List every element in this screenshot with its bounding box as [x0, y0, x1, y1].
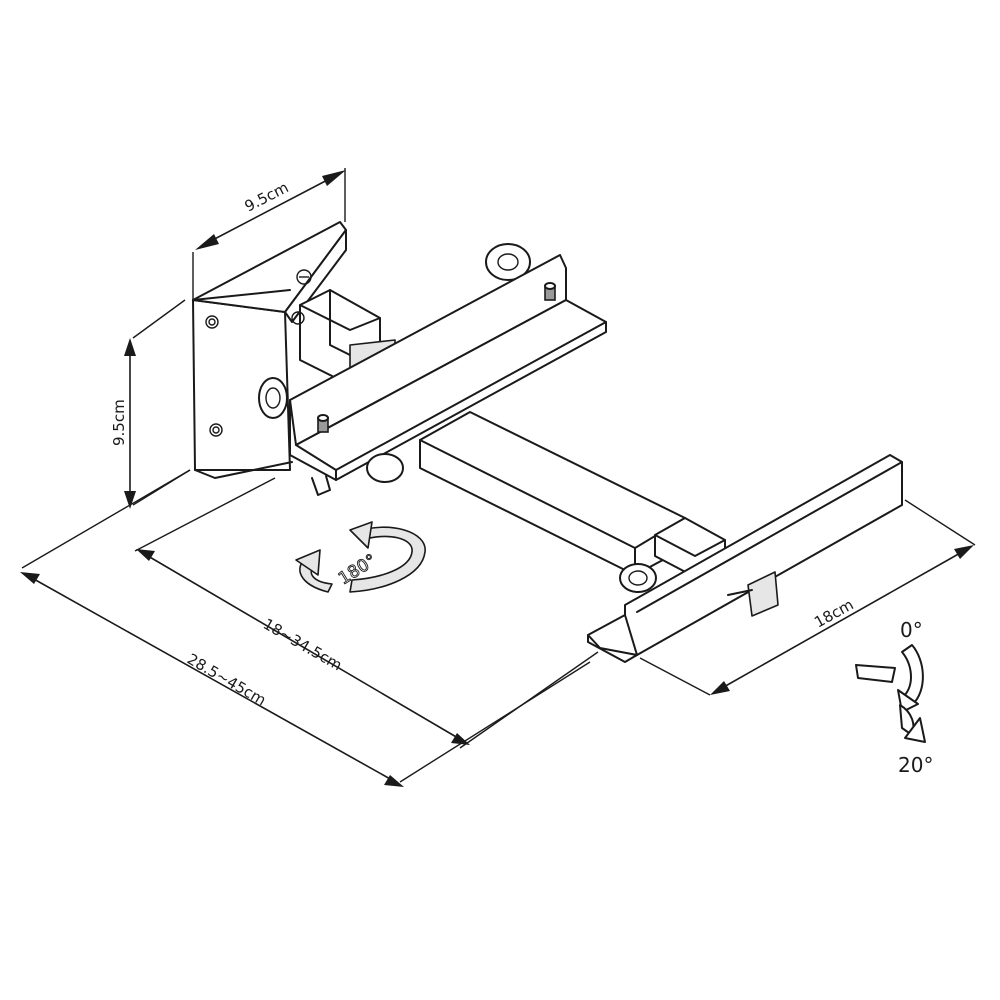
label-overall-depth: 28.5~45cm: [184, 650, 269, 710]
lower-shelf: [587, 454, 903, 663]
rotation-arrow-icon: [295, 521, 426, 593]
upper-crossbar: [289, 254, 607, 496]
dimension-arm-extension: [134, 477, 599, 749]
dimension-overall-depth: [20, 469, 591, 787]
label-arm-extension: 18~34.5cm: [260, 615, 345, 675]
label-tilt-max: 20°: [898, 753, 933, 777]
dimension-plate-width: [195, 170, 346, 250]
label-shelf-width: 18cm: [811, 595, 856, 631]
dimension-shelf-width: [639, 499, 976, 696]
tilt-arrow-icon: [855, 644, 926, 743]
telescopic-arm: [419, 411, 726, 593]
label-plate-height: 9.5cm: [110, 399, 128, 446]
wall-plate: [192, 168, 347, 479]
label-plate-width: 9.5cm: [242, 178, 292, 215]
label-tilt-min: 0°: [900, 618, 923, 642]
dimension-plate-height: [124, 299, 191, 509]
